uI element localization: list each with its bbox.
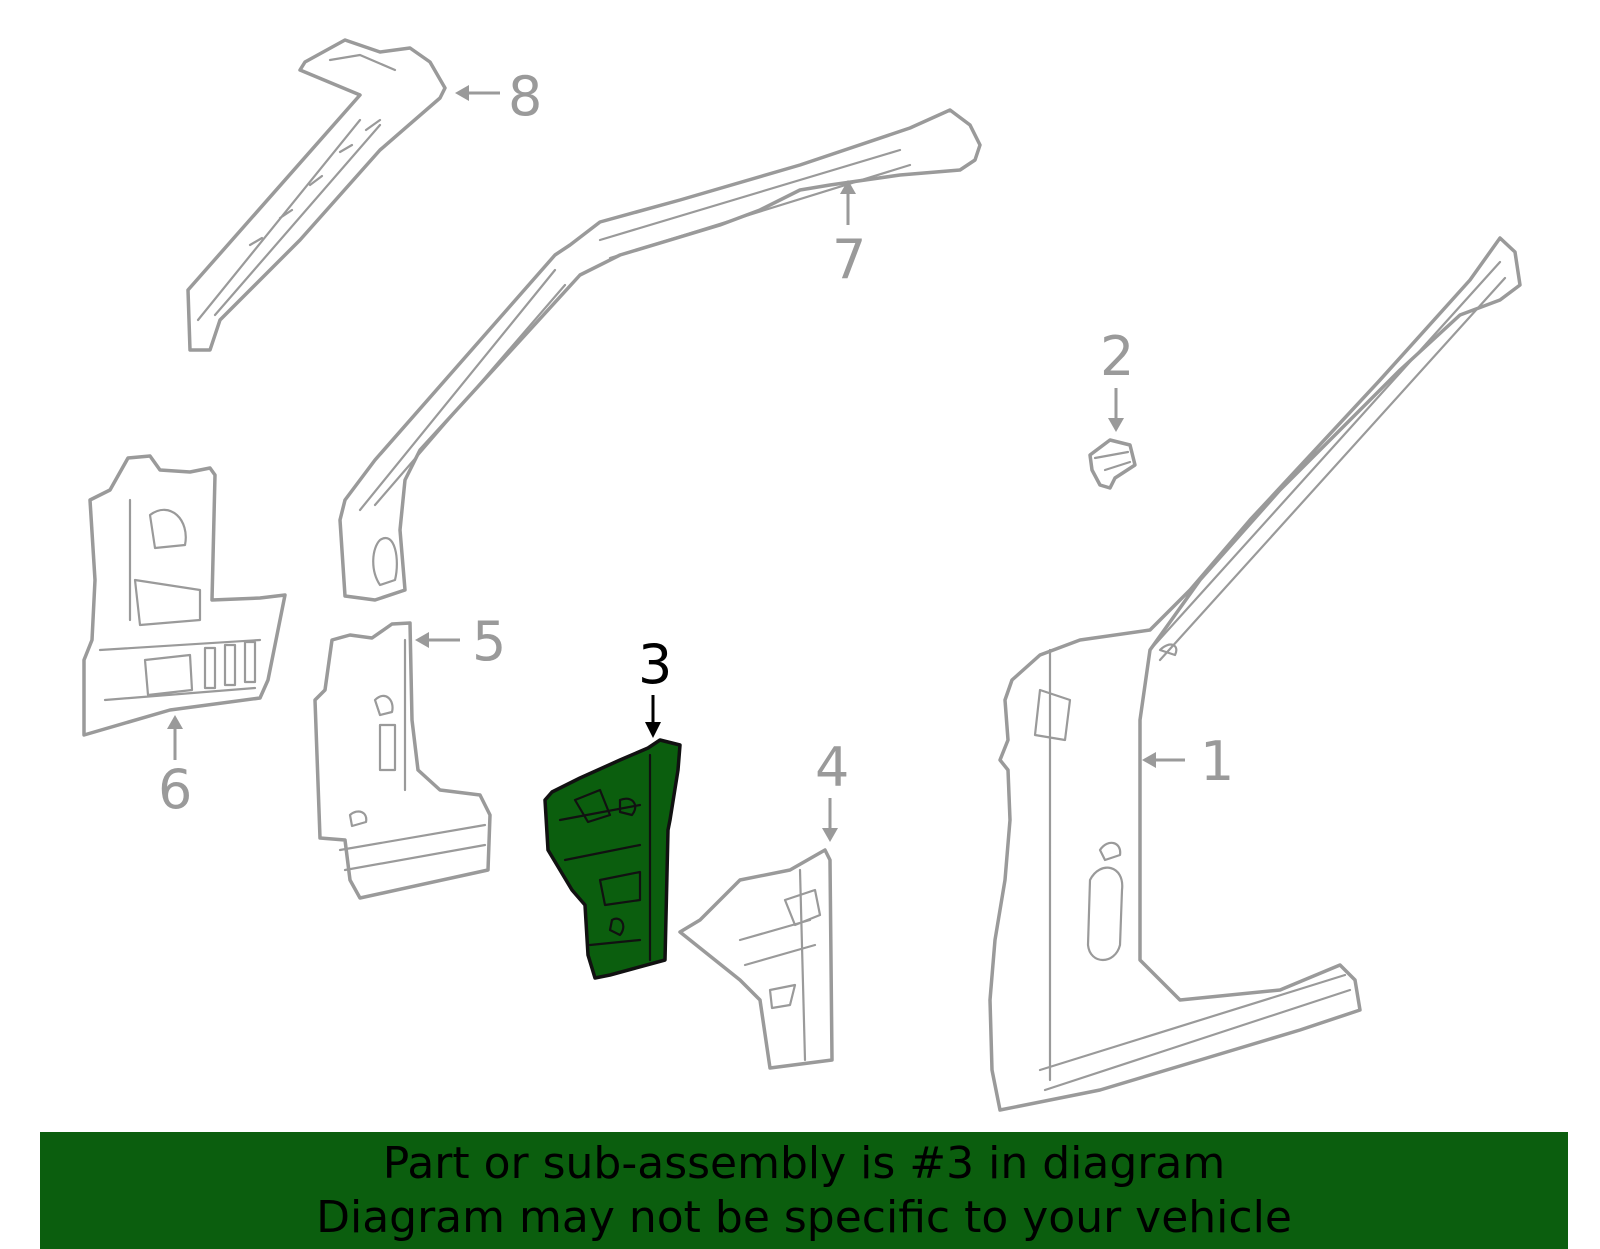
callout-8-label: 8: [508, 65, 542, 128]
callout-5-label: 5: [472, 610, 506, 673]
info-banner: Part or sub-assembly is #3 in diagram Di…: [40, 1132, 1568, 1249]
part-8[interactable]: [186, 38, 447, 352]
part-7[interactable]: [338, 108, 982, 602]
part-3-highlighted[interactable]: [543, 738, 682, 980]
banner-line-disclaimer: Diagram may not be specific to your vehi…: [316, 1191, 1292, 1243]
callout-3-label: 3: [638, 633, 672, 696]
callout-6[interactable]: 6: [158, 715, 192, 821]
callout-4-label: 4: [815, 736, 849, 799]
part-5[interactable]: [313, 621, 492, 900]
part-4[interactable]: [678, 848, 834, 1070]
callout-1-label: 1: [1200, 730, 1234, 793]
callout-5[interactable]: 5: [415, 610, 506, 673]
banner-line-part: Part or sub-assembly is #3 in diagram: [382, 1137, 1226, 1189]
callout-8[interactable]: 8: [455, 65, 542, 128]
part-2[interactable]: [1088, 438, 1137, 490]
part-6[interactable]: [82, 454, 287, 737]
callout-7[interactable]: 7: [832, 180, 866, 291]
callout-3[interactable]: 3: [638, 633, 672, 738]
callout-6-label: 6: [158, 758, 192, 821]
callout-2[interactable]: 2: [1100, 325, 1134, 432]
callout-2-label: 2: [1100, 325, 1134, 388]
callout-1[interactable]: 1: [1142, 730, 1234, 793]
callout-7-label: 7: [832, 228, 866, 291]
callout-4[interactable]: 4: [815, 736, 849, 842]
part-1[interactable]: [988, 236, 1522, 1112]
